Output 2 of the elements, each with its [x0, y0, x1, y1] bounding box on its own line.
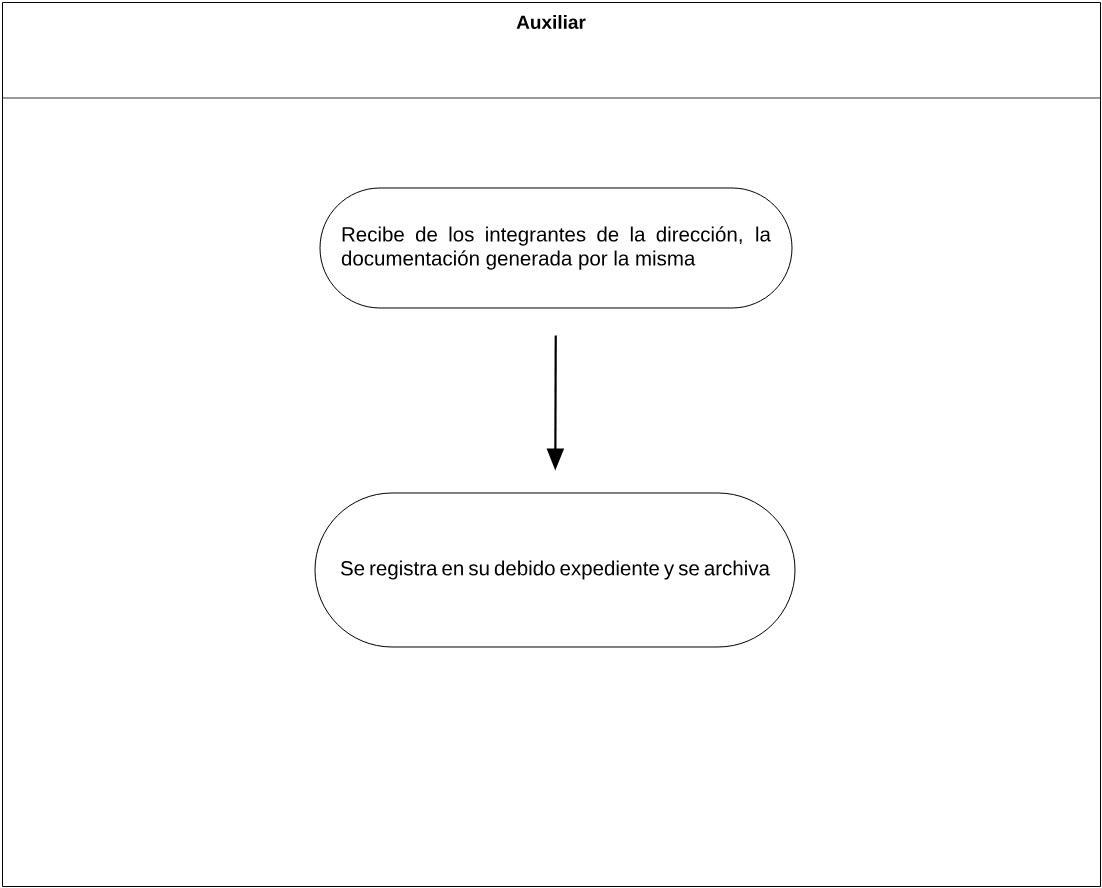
process-terminal: Se registra en su debido expediente y se archiva: [314, 492, 796, 648]
process-terminal: Recibe de los integrantes de la dirección, la documentación generada por la misma: [319, 187, 793, 309]
